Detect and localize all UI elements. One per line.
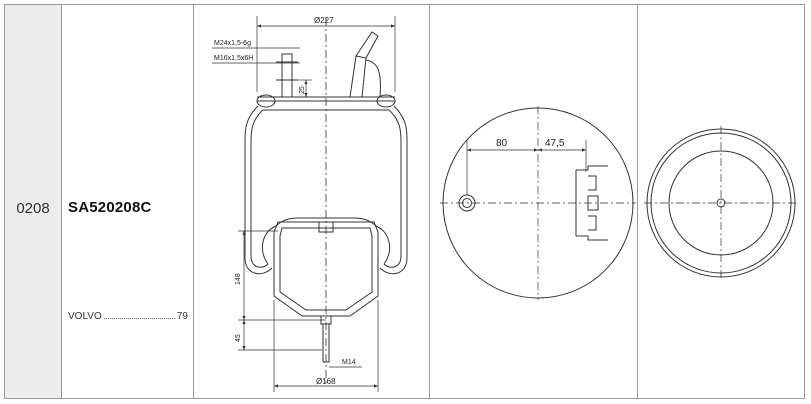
top-stud — [281, 53, 293, 98]
dim-45: 45 — [235, 334, 242, 342]
side-view-drawing — [212, 16, 408, 392]
dim-thread-2: M16x1,5x6H — [214, 55, 253, 62]
bellows-outer-left — [244, 105, 273, 275]
side-view-column — [194, 4, 430, 399]
index-column — [4, 4, 62, 399]
dim-thread-bottom: M14 — [342, 359, 356, 366]
application-make: VOLVO — [68, 311, 102, 322]
top-view-column — [430, 4, 638, 399]
application-ref: 79 — [176, 311, 188, 322]
dim-25: 25 — [299, 86, 306, 94]
row-index: 0208 — [16, 200, 50, 217]
dim-thread-1: M24x1,5-6g — [214, 40, 251, 47]
fitting-bracket — [576, 165, 608, 241]
info-column — [62, 4, 194, 399]
application-line: VOLVO 79 — [68, 311, 188, 322]
bellows-outer-right — [379, 105, 408, 275]
part-code: SA520208C — [68, 199, 152, 216]
leader-dots — [103, 318, 175, 319]
bottom-view-drawing — [644, 126, 798, 280]
bead-right — [376, 94, 396, 108]
bead-left — [256, 94, 276, 108]
dim-80: 80 — [496, 138, 508, 149]
dim-148: 148 — [235, 273, 242, 285]
row-frame — [4, 4, 805, 399]
dim-dia-top: Ø227 — [314, 16, 334, 25]
air-fitting — [349, 55, 367, 98]
dim-dia-bottom: Ø168 — [316, 377, 336, 386]
top-view-drawing — [440, 106, 636, 300]
dim-47-5: 47,5 — [545, 138, 565, 149]
